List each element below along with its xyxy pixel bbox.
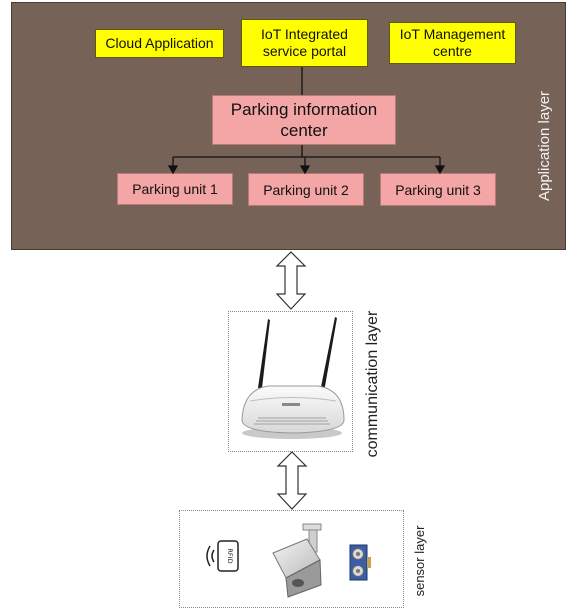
cctv-camera-icon — [272, 523, 322, 598]
rfid-card-icon: RFID — [206, 540, 239, 572]
iot-management-centre-box: IoT Management centre — [389, 22, 516, 64]
sensor-layer-frame — [179, 510, 404, 608]
double-arrow-icon — [275, 251, 307, 310]
iot-integrated-service-portal-box: IoT Integrated service portal — [241, 19, 368, 67]
arrowhead-unit-3 — [434, 165, 446, 175]
parking-unit-1-box: Parking unit 1 — [117, 173, 233, 205]
arrowhead-unit-2 — [299, 165, 311, 175]
wifi-router-icon — [241, 317, 345, 439]
cloud-application-box: Cloud Application — [95, 29, 224, 58]
arrowhead-unit-1 — [167, 165, 179, 175]
connector-tree — [167, 67, 446, 175]
ultrasonic-sensor-icon — [349, 544, 371, 581]
communication-layer-frame — [228, 311, 353, 452]
double-arrow-icon — [276, 451, 308, 510]
rfid-card-text: RFID — [226, 548, 234, 563]
parking-unit-3-box: Parking unit 3 — [380, 173, 496, 206]
parking-unit-2-box: Parking unit 2 — [248, 173, 364, 206]
parking-information-center-box: Parking information center — [212, 95, 396, 145]
